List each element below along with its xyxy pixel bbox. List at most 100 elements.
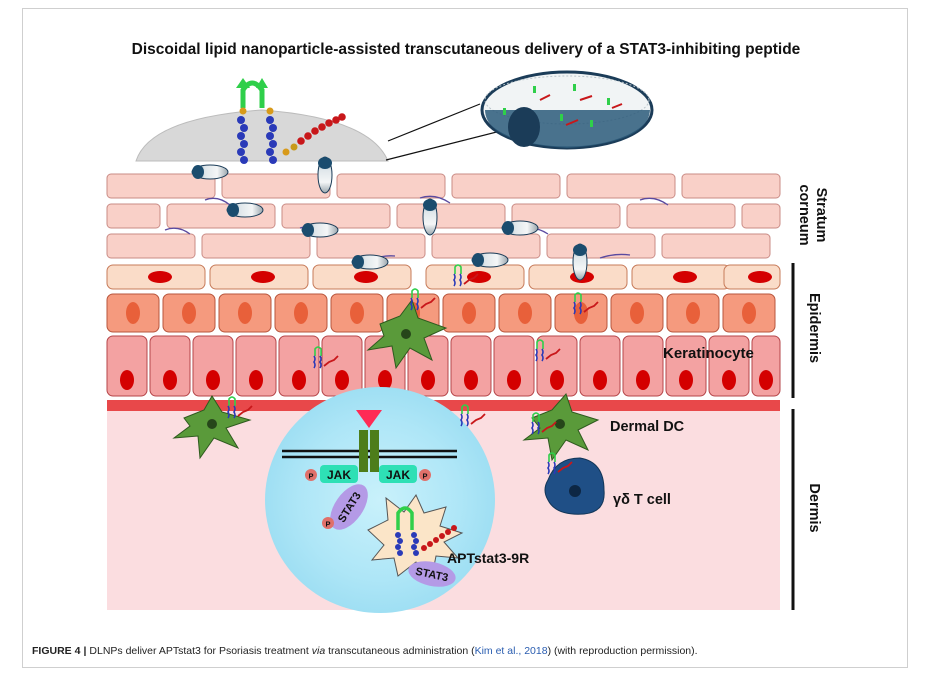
- peptide-marker: [227, 396, 253, 419]
- cell-nucleus: [206, 370, 220, 390]
- cell-nucleus: [518, 302, 532, 324]
- phospho-left: P: [305, 469, 317, 481]
- cell-nucleus: [294, 302, 308, 324]
- small-dlnp-particle: [351, 254, 389, 270]
- basal-keratinocyte: [665, 335, 707, 397]
- lipid-line: [419, 195, 451, 204]
- lipid-line: [204, 197, 231, 206]
- cell-nucleus: [462, 302, 476, 324]
- basal-keratinocyte: [106, 335, 148, 397]
- disc-edge: [227, 203, 239, 217]
- peptide-helix: [541, 348, 544, 362]
- cell-nucleus: [550, 370, 564, 390]
- peptide-marker: [547, 452, 573, 475]
- disc-edge: [192, 165, 204, 179]
- cell-nucleus: [748, 271, 772, 283]
- basal-keratinocyte: [278, 335, 320, 397]
- cell-nucleus: [759, 370, 773, 390]
- peptide-tail: [420, 297, 436, 309]
- corneocyte: [661, 233, 771, 259]
- caption-text-a: DLNPs deliver APTstat3 for Psoriasis tre…: [89, 645, 312, 657]
- lipid-line: [639, 197, 669, 206]
- basal-keratinocyte: [708, 335, 750, 397]
- peptide-tail: [583, 301, 599, 313]
- peptide-markers: [227, 264, 599, 475]
- peptide-helix: [531, 421, 534, 435]
- corneocyte: [681, 173, 781, 199]
- peptide-helix: [466, 413, 469, 427]
- corneocyte: [316, 233, 426, 259]
- jak-right: JAK: [379, 465, 417, 483]
- peptide-marker: [573, 292, 599, 315]
- cell-nucleus: [378, 370, 392, 390]
- peptide-tail: [463, 273, 479, 285]
- basal-keratinocyte: [622, 335, 664, 397]
- basal-keratinocyte: [579, 335, 621, 397]
- jak-left: JAK: [320, 465, 358, 483]
- peptide-helix: [553, 461, 556, 475]
- stratum-label-line1: Stratum: [813, 188, 829, 243]
- peptide-hairpin: [228, 396, 236, 406]
- peptide-hairpin: [574, 292, 582, 302]
- peptide-helix: [460, 413, 463, 427]
- small-dlnp-particle: [191, 164, 229, 180]
- figure-title: Discoidal lipid nanoparticle-assisted tr…: [131, 41, 801, 58]
- cell-nucleus: [593, 370, 607, 390]
- corneocyte: [546, 233, 656, 259]
- cell-nucleus: [148, 271, 172, 283]
- corneocyte: [336, 173, 446, 199]
- peptide-marker: [531, 412, 557, 435]
- peptide-helix: [313, 355, 316, 369]
- dermis-label: Dermis: [806, 483, 822, 532]
- cell-nucleus: [630, 302, 644, 324]
- cell-nucleus: [636, 370, 650, 390]
- aptstat3-label: APTstat3-9R: [447, 550, 529, 566]
- disc-edge: [302, 223, 314, 237]
- svg-text:P: P: [308, 472, 313, 481]
- corneocyte: [106, 173, 216, 199]
- small-dlnp-particles: [191, 156, 588, 281]
- small-dlnp-particle: [226, 202, 264, 218]
- cell-nucleus: [467, 271, 491, 283]
- disc-edge: [502, 221, 514, 235]
- peptide-hairpin: [461, 404, 469, 414]
- cell-nucleus: [163, 370, 177, 390]
- basal-keratinocyte: [751, 335, 781, 397]
- aptstat3-starburst: [367, 493, 464, 577]
- lipid-line: [164, 227, 191, 235]
- peptide-hairpin: [314, 346, 322, 356]
- peptide-hairpin: [454, 264, 462, 274]
- keratinocyte-label: Keratinocyte: [663, 345, 754, 362]
- peptide-helix: [459, 273, 462, 287]
- peptide-tail: [237, 405, 253, 417]
- cell-nucleus: [251, 271, 275, 283]
- peptide-helix: [579, 301, 582, 315]
- peptide-hairpin: [548, 452, 556, 462]
- dlnp-droplet: [135, 109, 389, 162]
- cell-nucleus: [421, 370, 435, 390]
- peptide-helix: [453, 273, 456, 287]
- peptide-hairpin: [411, 288, 419, 298]
- disc-edge: [573, 244, 587, 256]
- cell-nucleus: [673, 271, 697, 283]
- caption-citation[interactable]: Kim et al., 2018: [474, 645, 548, 657]
- dermal-dc-cell-icon: [522, 393, 600, 462]
- dermal-dc-label: Dermal DC: [610, 419, 685, 435]
- gd-t-cell-label: γδ T cell: [613, 492, 671, 508]
- corneocyte: [106, 233, 196, 259]
- epidermis-label: Epidermis: [806, 293, 822, 363]
- small-dlnp-particle: [501, 220, 539, 236]
- peptide-helix: [573, 301, 576, 315]
- peptide-helix: [319, 355, 322, 369]
- peptide-helix: [416, 297, 419, 311]
- corneocyte: [626, 203, 736, 229]
- basal-keratinocyte: [450, 335, 492, 397]
- caption-figure-number: FIGURE 4: [32, 645, 81, 657]
- peptide-tail: [545, 348, 561, 360]
- cell-nucleus: [238, 302, 252, 324]
- basal-keratinocyte: [149, 335, 191, 397]
- peptide-helix: [547, 461, 550, 475]
- cell-nucleus: [464, 370, 478, 390]
- peptide-hairpin: [536, 339, 544, 349]
